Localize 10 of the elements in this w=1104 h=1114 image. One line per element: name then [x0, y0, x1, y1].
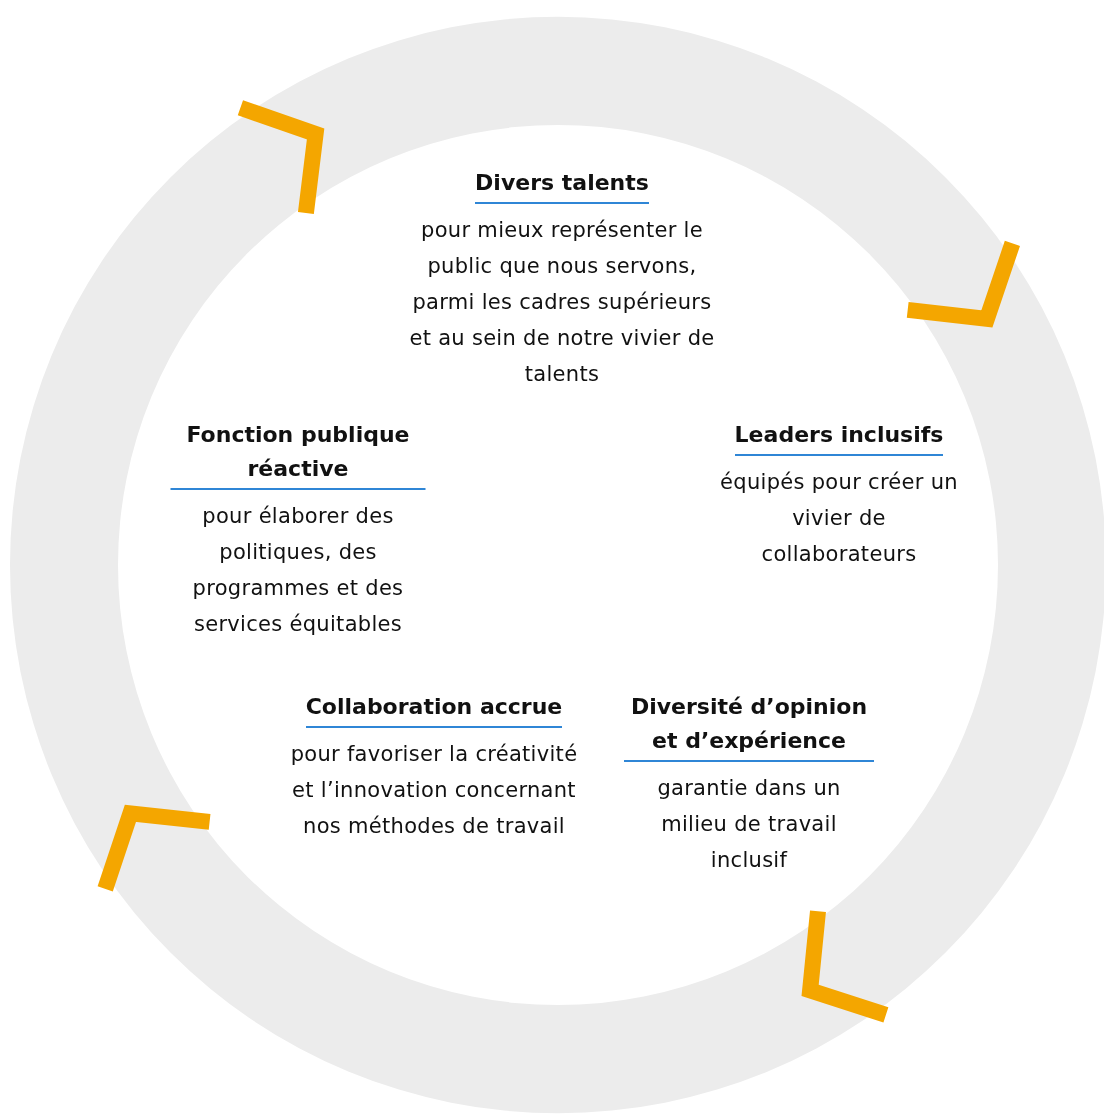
heading: Diversité d’opinion et d’expérience	[624, 690, 874, 762]
heading: Fonction publique réactive	[170, 418, 426, 490]
description: pour favoriser la créativité et l’innovation concernant nos méthodes de travail	[289, 741, 579, 840]
description: pour mieux représenter le public que nous servons, parmi les cadres supérieurs et au sein de notre vivier de talents	[408, 217, 716, 388]
heading: Collaboration accrue	[305, 690, 563, 728]
description: pour élaborer des politiques, des programmes et des services équitables	[191, 503, 405, 638]
description: équipés pour créer un vivier de collaborateurs	[719, 469, 959, 568]
heading: Leaders inclusifs	[734, 418, 944, 456]
heading: Divers talents	[475, 166, 649, 204]
description: garantie dans un milieu de travail inclusif	[656, 775, 842, 874]
